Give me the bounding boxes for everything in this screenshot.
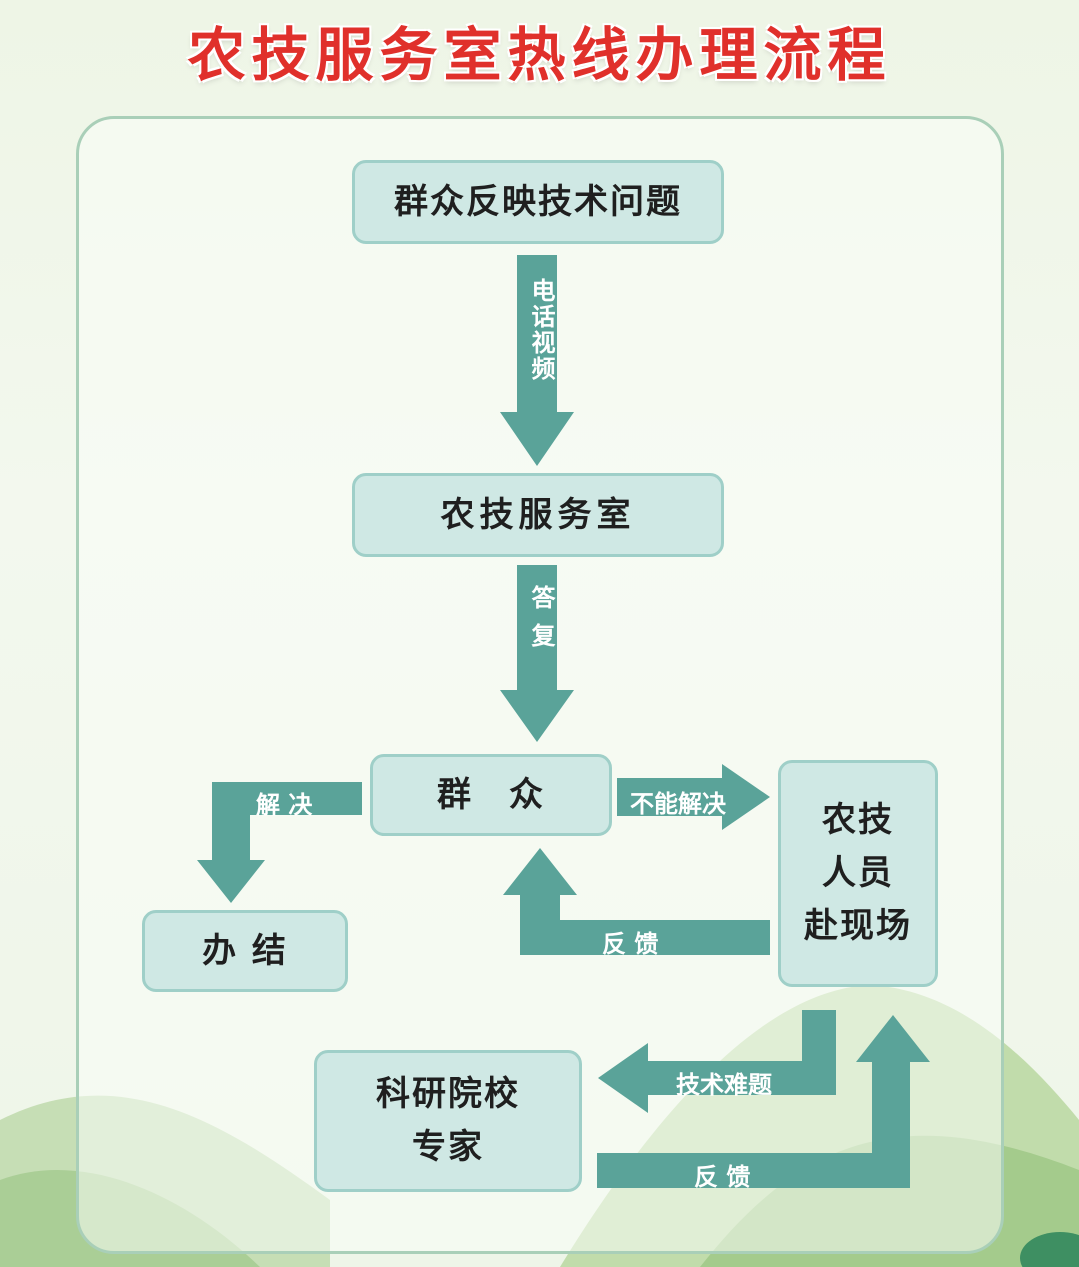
edge-label-feedback-onsite: 反 馈 [694, 1163, 751, 1191]
page-title: 农技服务室热线办理流程 [187, 21, 892, 89]
arrow-report-to-service [500, 255, 574, 466]
edge-label-phone-video: 电话视频 [527, 278, 555, 382]
arrow-feedback-onsite [597, 1015, 930, 1188]
node-service-room: 农技服务室 [352, 473, 724, 557]
node-service-room-label: 农技服务室 [440, 494, 636, 535]
edge-label-reply: 答复 [527, 585, 555, 661]
edge-label-feedback-masses: 反 馈 [602, 930, 659, 958]
node-closed: 办 结 [142, 910, 348, 992]
node-masses: 群 众 [370, 754, 612, 836]
node-report: 群众反映技术问题 [352, 160, 724, 244]
arrow-tech-problem [598, 1010, 836, 1113]
node-closed-label: 办 结 [202, 930, 288, 971]
arrow-service-to-masses [500, 565, 574, 742]
edge-label-unsolved: 不能解决 [630, 790, 726, 818]
edge-label-tech-problem: 技术难题 [676, 1071, 772, 1099]
arrow-solved [197, 782, 362, 903]
edge-label-solved: 解 决 [256, 791, 313, 819]
arrow-unsolved [617, 764, 770, 830]
node-experts: 科研院校 专家 [314, 1050, 582, 1192]
node-report-label: 群众反映技术问题 [394, 181, 682, 222]
node-onsite: 农技 人员 赴现场 [778, 760, 938, 987]
node-experts-label: 科研院校 专家 [376, 1074, 520, 1167]
node-masses-label: 群 众 [437, 774, 545, 815]
node-onsite-label: 农技 人员 赴现场 [804, 800, 912, 946]
arrow-feedback-masses [503, 848, 770, 955]
